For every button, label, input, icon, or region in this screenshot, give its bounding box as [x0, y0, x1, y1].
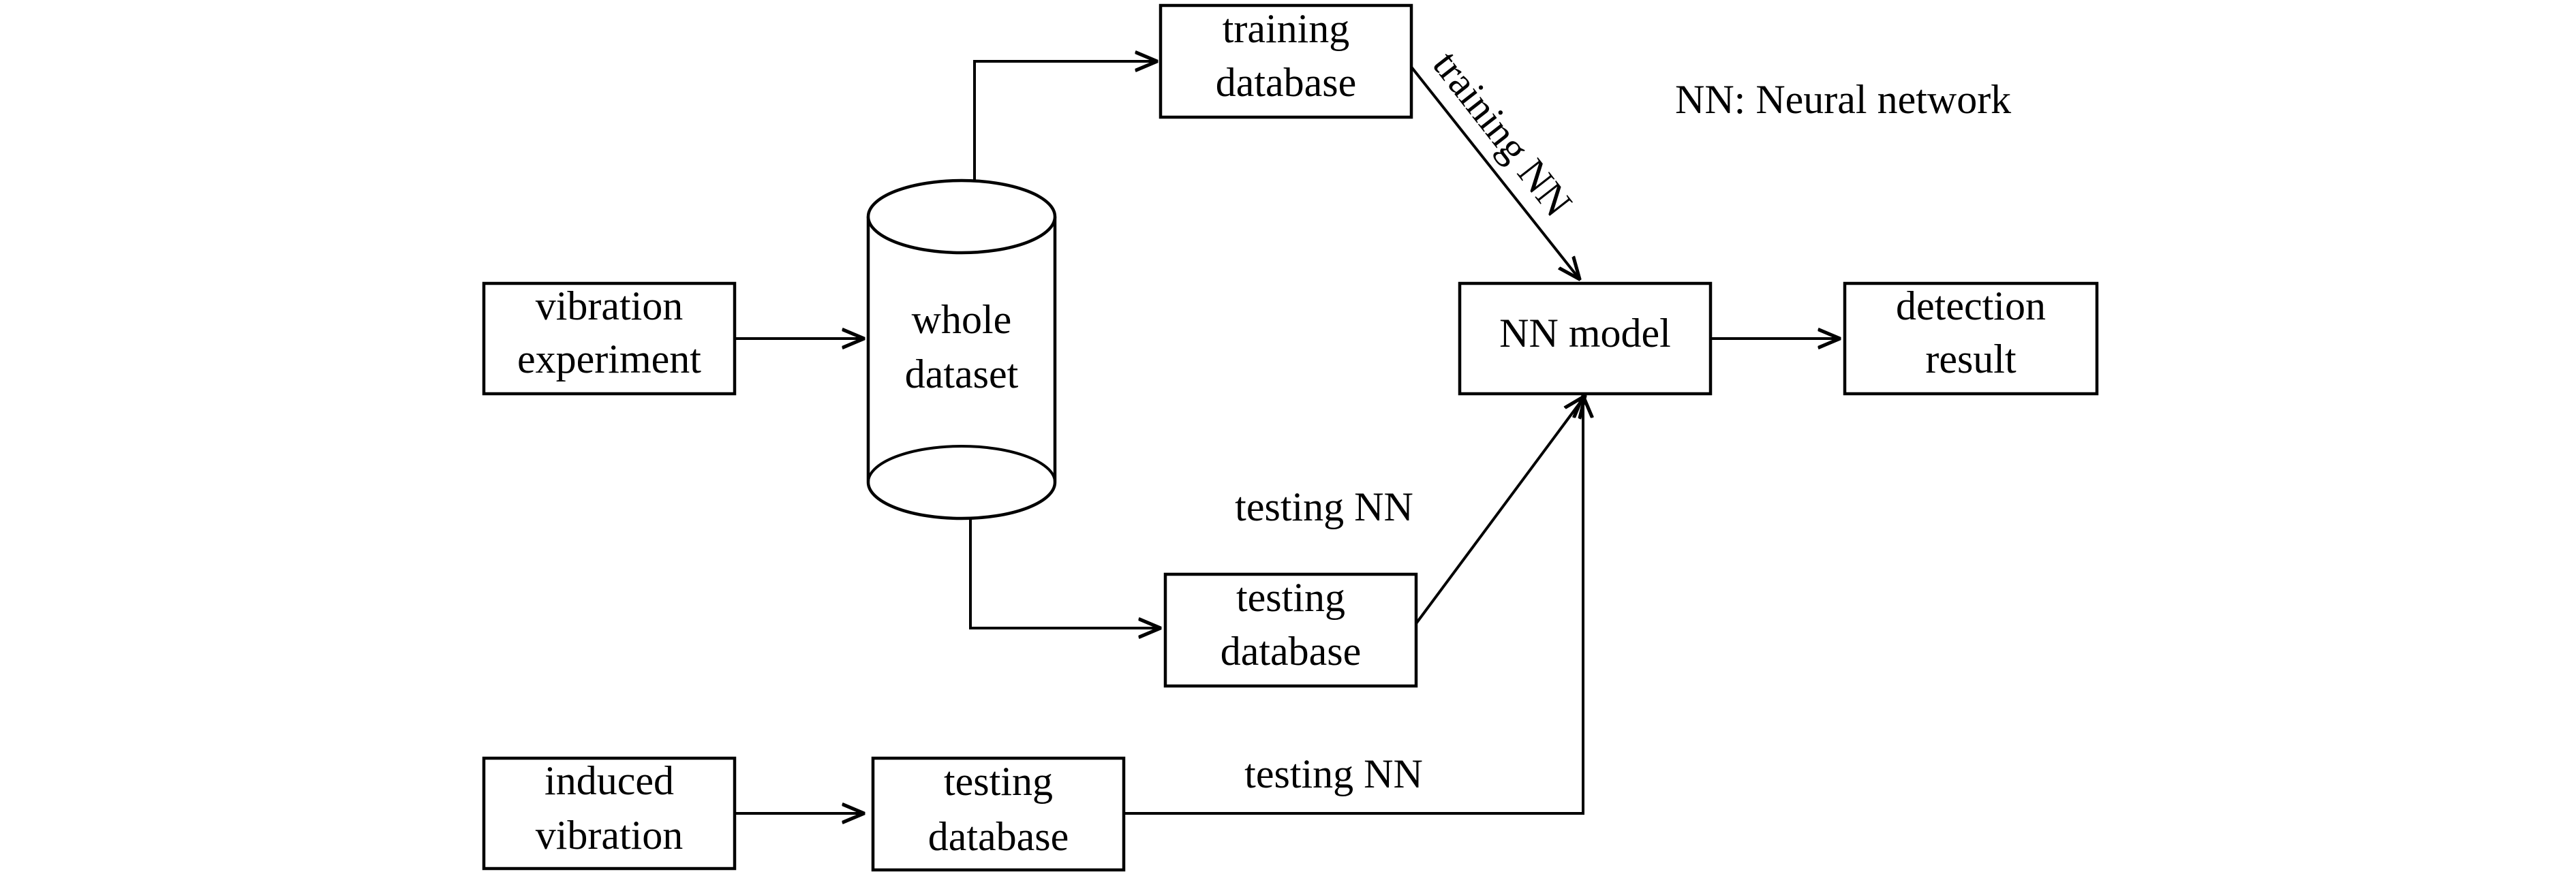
edge-label-testing-nn-lower: testing NN [1244, 751, 1423, 796]
edge-dataset-to-training-db [973, 61, 1157, 208]
node-label: database [1221, 629, 1362, 674]
node-label: training [1223, 6, 1350, 51]
node-training-database: training database [1159, 3, 1413, 119]
edge-testing-db-to-model [1411, 396, 1585, 629]
edge-label-training-nn: training NN [1424, 42, 1580, 225]
node-induced-vibration: induced vibration [482, 756, 737, 871]
node-testing-database-lower: testing database [871, 756, 1126, 872]
edge-training-db-to-model [1407, 61, 1580, 279]
node-label: testing [944, 759, 1053, 804]
node-label: detection [1896, 283, 2046, 328]
node-label: experiment [517, 337, 701, 381]
edge-dataset-to-testing-db [969, 482, 1161, 628]
node-label: vibration [536, 283, 684, 328]
edge-label-testing-nn-upper: testing NN [1235, 484, 1413, 529]
node-testing-database-upper: testing database [1163, 572, 1418, 688]
node-label: database [1216, 60, 1357, 105]
node-label: testing [1236, 575, 1345, 620]
node-vibration-experiment: vibration experiment [482, 281, 737, 396]
node-label: result [1925, 337, 2017, 381]
node-label: NN model [1499, 311, 1671, 356]
node-whole-dataset: whole dataset [866, 178, 1057, 520]
node-label: induced [545, 758, 674, 803]
edge-lower-testing-db-to-model [1124, 396, 1583, 815]
node-label: database [928, 814, 1069, 859]
node-label: dataset [905, 352, 1019, 396]
legend-text: NN: Neural network [1675, 77, 2011, 122]
node-detection-result: detection result [1843, 281, 2099, 396]
node-label: whole [912, 297, 1012, 342]
node-label: vibration [536, 813, 684, 858]
node-nn-model: NN model [1458, 281, 1713, 396]
edges [735, 61, 1840, 813]
